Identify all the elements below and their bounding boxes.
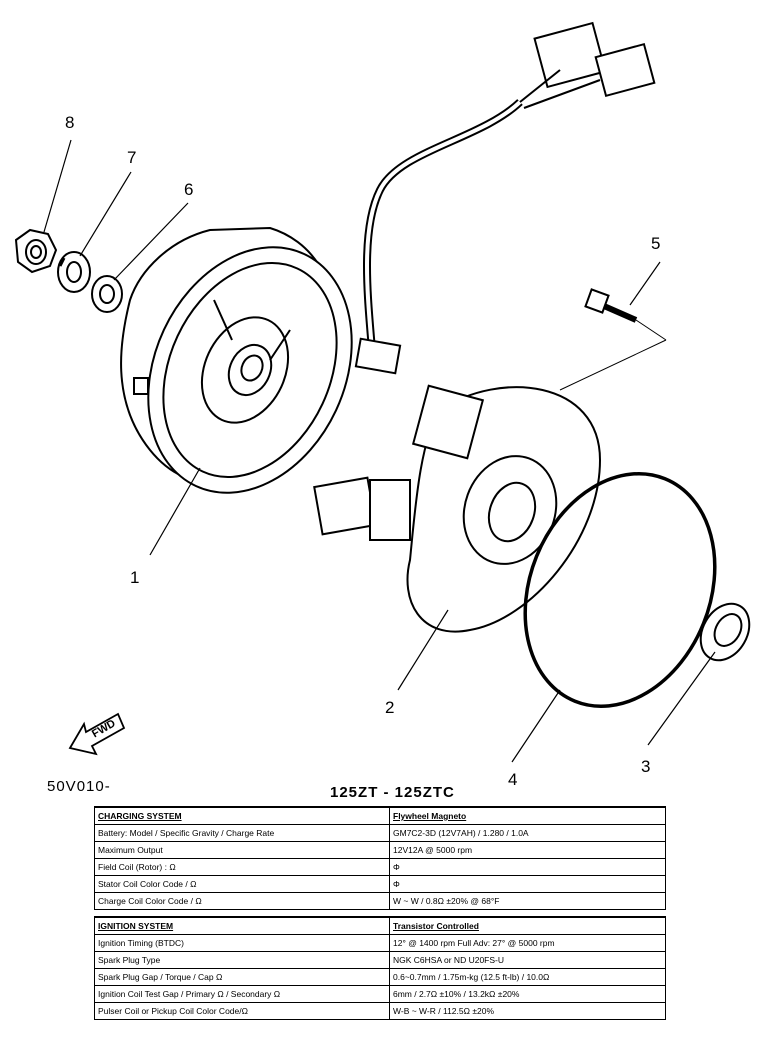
washer-part-6 bbox=[91, 275, 123, 313]
spec-value: 0.6~0.7mm / 1.75m-kg (12.5 ft-lb) / 10.0… bbox=[389, 968, 666, 986]
table-row: Charge Coil Color Code / Ω W ~ W / 0.8Ω … bbox=[94, 892, 666, 910]
spec-value: NGK C6HSA or ND U20FS-U bbox=[389, 951, 666, 969]
fwd-arrow bbox=[68, 712, 126, 756]
table-row: Spark Plug Type NGK C6HSA or ND U20FS-U bbox=[94, 951, 666, 969]
callout-5: 5 bbox=[651, 234, 661, 253]
leader-lines bbox=[43, 139, 716, 763]
ignition-header-row: IGNITION SYSTEM Transistor Controlled bbox=[94, 916, 666, 935]
callout-3: 3 bbox=[641, 757, 651, 776]
nut-part-8 bbox=[14, 228, 58, 274]
charging-header-value: Flywheel Magneto bbox=[389, 806, 666, 825]
charging-header-row: CHARGING SYSTEM Flywheel Magneto bbox=[94, 806, 666, 825]
table-row: Ignition Timing (BTDC) 12° @ 1400 rpm Fu… bbox=[94, 934, 666, 952]
spec-label: Maximum Output bbox=[94, 841, 390, 859]
table-row: Stator Coil Color Code / Ω Φ bbox=[94, 875, 666, 893]
spec-value: W-B ~ W-R / 112.5Ω ±20% bbox=[389, 1002, 666, 1020]
table-row: Maximum Output 12V12A @ 5000 rpm bbox=[94, 841, 666, 859]
spec-label: Pulser Coil or Pickup Coil Color Code/Ω bbox=[94, 1002, 390, 1020]
lock-washer-part-7 bbox=[57, 251, 91, 293]
exploded-parts-drawing bbox=[14, 21, 751, 763]
screw-part-5 bbox=[559, 288, 667, 391]
spec-value: W ~ W / 0.8Ω ±20% @ 68°F bbox=[389, 892, 666, 910]
ignition-header-value: Transistor Controlled bbox=[389, 916, 666, 935]
oil-seal-part-3 bbox=[699, 602, 751, 662]
table-row: Spark Plug Gap / Torque / Cap Ω 0.6~0.7m… bbox=[94, 968, 666, 986]
model-title: 125ZT - 125ZTC bbox=[330, 784, 455, 801]
spec-label: Ignition Timing (BTDC) bbox=[94, 934, 390, 952]
spec-label: Charge Coil Color Code / Ω bbox=[94, 892, 390, 910]
spec-label: Spark Plug Type bbox=[94, 951, 390, 969]
spec-value: 12V12A @ 5000 rpm bbox=[389, 841, 666, 859]
table-row: Field Coil (Rotor) : Ω Φ bbox=[94, 858, 666, 876]
callout-1: 1 bbox=[130, 568, 140, 587]
charging-system-table: CHARGING SYSTEM Flywheel Magneto Battery… bbox=[94, 806, 666, 910]
spec-value: Φ bbox=[389, 858, 666, 876]
spec-value: GM7C2-3D (12V7AH) / 1.280 / 1.0A bbox=[389, 824, 666, 842]
table-row: Ignition Coil Test Gap / Primary Ω / Sec… bbox=[94, 985, 666, 1003]
spec-value: Φ bbox=[389, 875, 666, 893]
spec-label: Ignition Coil Test Gap / Primary Ω / Sec… bbox=[94, 985, 390, 1003]
spec-value: 12° @ 1400 rpm Full Adv: 27° @ 5000 rpm bbox=[389, 934, 666, 952]
wire-harness bbox=[354, 21, 656, 375]
charging-header-label: CHARGING SYSTEM bbox=[94, 806, 390, 825]
spec-value: 6mm / 2.7Ω ±10% / 13.2kΩ ±20% bbox=[389, 985, 666, 1003]
spec-label: Stator Coil Color Code / Ω bbox=[94, 875, 390, 893]
callout-2: 2 bbox=[385, 698, 395, 717]
callout-8: 8 bbox=[65, 113, 75, 132]
spec-label: Battery: Model / Specific Gravity / Char… bbox=[94, 824, 390, 842]
table-row: Battery: Model / Specific Gravity / Char… bbox=[94, 824, 666, 842]
spec-label: Field Coil (Rotor) : Ω bbox=[94, 858, 390, 876]
spec-label: Spark Plug Gap / Torque / Cap Ω bbox=[94, 968, 390, 986]
flywheel-rotor-part-1 bbox=[120, 226, 353, 494]
ignition-system-table: IGNITION SYSTEM Transistor Controlled Ig… bbox=[94, 916, 666, 1020]
callout-4: 4 bbox=[508, 770, 518, 789]
stator-plate-part-2 bbox=[313, 384, 602, 633]
table-row: Pulser Coil or Pickup Coil Color Code/Ω … bbox=[94, 1002, 666, 1020]
callout-6: 6 bbox=[184, 180, 194, 199]
callout-7: 7 bbox=[127, 148, 137, 167]
ignition-header-label: IGNITION SYSTEM bbox=[94, 916, 390, 935]
drawing-code: 50V010- bbox=[47, 778, 111, 795]
